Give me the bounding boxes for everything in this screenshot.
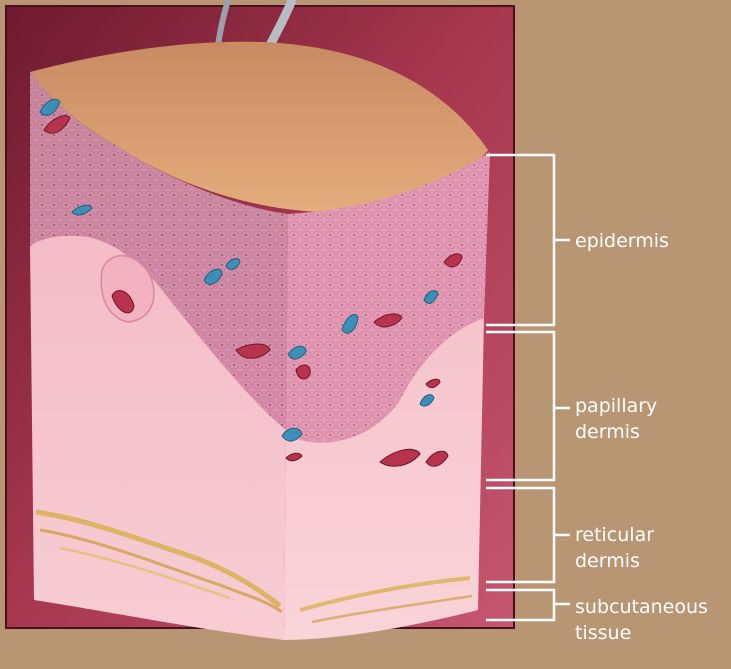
reticular-label-line2: dermis	[575, 548, 654, 574]
papillary-dermis-label: papillary dermis	[575, 393, 657, 445]
reticular-label-line1: reticular	[575, 522, 654, 548]
subcutaneous-label-line1: subcutaneous	[575, 594, 708, 620]
reticular-dermis-label: reticular dermis	[575, 522, 654, 574]
subcutaneous-label-line2: tissue	[575, 620, 708, 646]
papillary-label-line2: dermis	[575, 419, 657, 445]
epidermis-label: epidermis	[575, 228, 669, 254]
papillary-label-line1: papillary	[575, 393, 657, 419]
subcutaneous-tissue-label: subcutaneous tissue	[575, 594, 708, 646]
epidermis-label-text: epidermis	[575, 230, 669, 252]
